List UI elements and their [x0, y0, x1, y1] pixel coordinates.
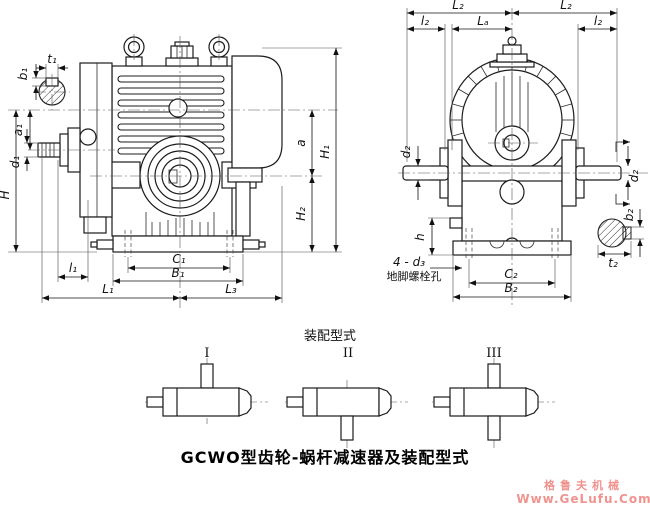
dim-L2-left: L₂: [452, 0, 464, 12]
assembly-section: 装配型式 I II III: [145, 329, 555, 448]
watermark-url: Www.GeLufu.Com: [516, 492, 650, 506]
dim-B1: B₁: [171, 266, 184, 280]
plate-hole: [79, 128, 97, 146]
assembly-type-3-label: III: [486, 346, 501, 361]
foundation-bolt-holes: [465, 228, 559, 259]
dim-l2-right: l₂: [594, 14, 602, 28]
dim-d1: d₁: [8, 156, 22, 169]
dim-B2: B₂: [504, 281, 517, 295]
dim-l1: l₁: [69, 261, 77, 275]
dim-d2-left: d₂: [399, 146, 413, 159]
drawing-caption: GCWO型齿轮-蜗杆减速器及装配型式: [181, 448, 470, 467]
dim-t2: t₂: [608, 256, 618, 270]
side-view: L₂ L₂ l₂ Lₐ l₂ d₂ d₂ h 4 - d₃: [387, 0, 648, 308]
dim-a: a: [294, 139, 308, 146]
dim-b2: b₂: [622, 209, 636, 222]
dim-d2-right: d₂: [627, 170, 641, 183]
assembly-type-3: III: [432, 346, 555, 448]
dim-H2: H₂: [294, 207, 308, 221]
dim-L2-right: L₂: [560, 0, 572, 12]
section-arrows: [615, 139, 630, 207]
front-dimensions: t₁ b₁ a₁ d₁ H: [0, 47, 342, 303]
dim-a1: a₁: [11, 124, 25, 136]
radial-fins: [450, 58, 574, 137]
bolt-count-label: 4 - d₃: [393, 255, 425, 269]
body-ledge: [449, 217, 463, 229]
watermark-brand: 格鲁夫机械: [544, 478, 624, 492]
output-keyway-section: [597, 218, 632, 248]
side-centerlines: [398, 8, 648, 308]
base-plate: [90, 230, 266, 257]
motor-cover: [231, 55, 283, 169]
foundation-bolt-note: 地脚螺栓孔: [387, 269, 442, 283]
dim-L3: L₃: [225, 282, 237, 296]
dim-L1: L₁: [102, 282, 114, 296]
assembly-title: 装配型式: [304, 329, 356, 344]
assembly-type-1-label: I: [204, 346, 209, 361]
dim-h: h: [413, 233, 427, 241]
dim-C2: C₂: [504, 267, 517, 281]
assembly-type-1: I: [145, 346, 268, 424]
lower-ribs: [145, 212, 215, 236]
dim-b1: b₁: [16, 68, 30, 81]
side-dimensions: L₂ L₂ l₂ Lₐ l₂ d₂ d₂ h 4 - d₃: [387, 0, 644, 302]
cover-flange: [227, 167, 263, 183]
front-centerlines: [8, 34, 338, 308]
assembly-type-2: II: [285, 346, 408, 448]
dim-C1: C₁: [172, 252, 185, 266]
dim-H1: H₁: [318, 145, 332, 159]
dim-t1: t₁: [47, 52, 57, 66]
dim-H: H: [0, 190, 12, 199]
support-column: [235, 181, 251, 237]
front-view: t₁ b₁ a₁ d₁ H: [0, 34, 342, 308]
assembly-type-2-label: II: [343, 346, 353, 361]
dim-l2-left: l₂: [421, 14, 429, 28]
inspection-plug-hole: [168, 98, 188, 118]
dim-LA: Lₐ: [477, 14, 489, 28]
vent-plug: [165, 41, 199, 67]
